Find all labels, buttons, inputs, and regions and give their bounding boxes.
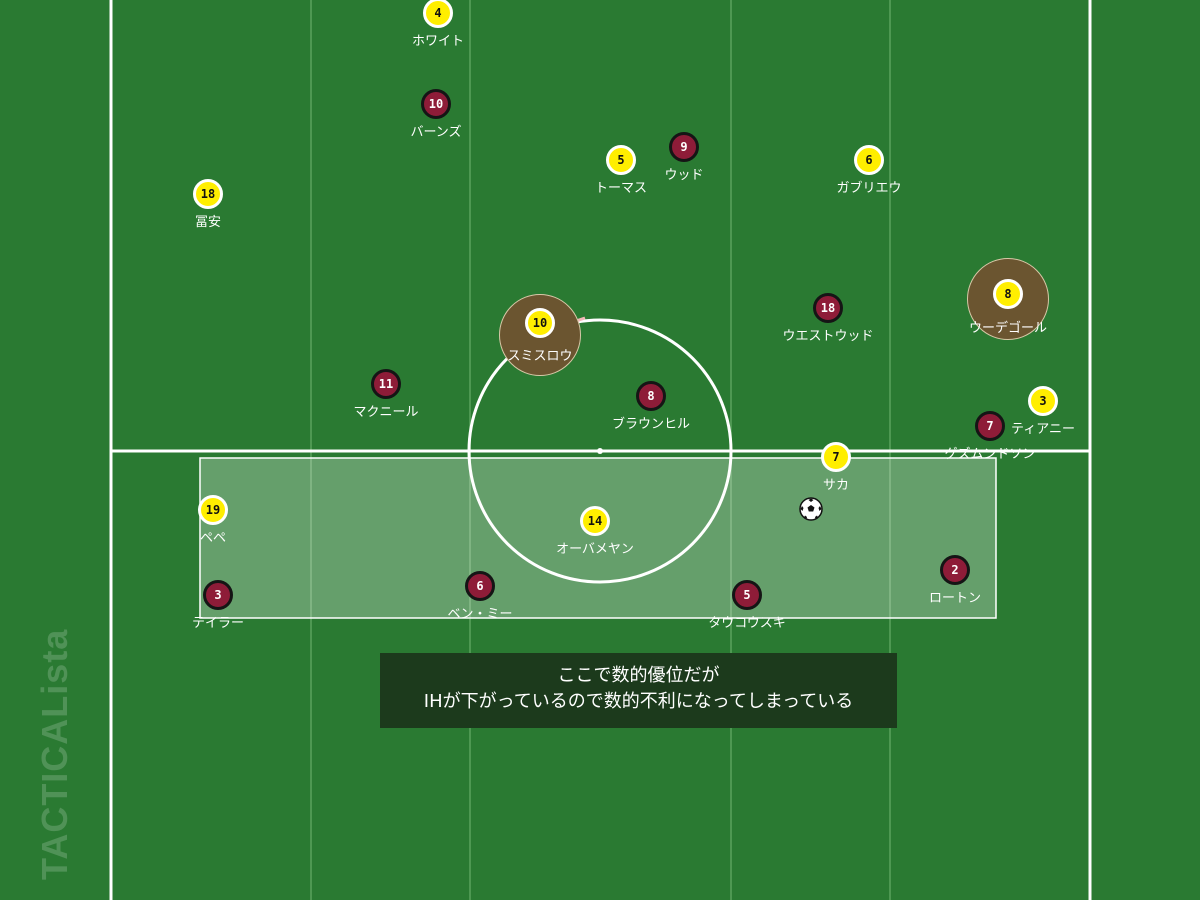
player-number: 18 xyxy=(813,293,843,323)
player-number: 5 xyxy=(606,145,636,175)
player-number: 3 xyxy=(203,580,233,610)
player-name: グズムンドソン xyxy=(944,447,1036,462)
player-number: 7 xyxy=(975,411,1005,441)
player-name: オーバメヤン xyxy=(556,542,634,557)
player-number: 10 xyxy=(525,308,555,338)
highlight-zone xyxy=(199,457,997,619)
player-name: トーマス xyxy=(594,181,647,196)
player-name: スミスロウ xyxy=(507,349,573,364)
player-number: 19 xyxy=(198,495,228,525)
center-circle xyxy=(467,318,733,584)
player-name: ウーデゴール xyxy=(968,321,1047,336)
player-number: 9 xyxy=(669,132,699,162)
player-name: サカ xyxy=(822,478,849,493)
player-name: ホワイト xyxy=(411,34,464,49)
player-name: ブラウンヒル xyxy=(611,417,690,432)
player-name: バーンズ xyxy=(410,125,462,140)
soccer-ball-icon[interactable] xyxy=(799,497,823,521)
player-number: 2 xyxy=(940,555,970,585)
player-name: タウコウスキ xyxy=(708,616,786,631)
player-number: 7 xyxy=(821,442,851,472)
player-number: 18 xyxy=(193,179,223,209)
player-number: 3 xyxy=(1028,386,1058,416)
player-number: 6 xyxy=(465,571,495,601)
center-spot xyxy=(597,448,603,454)
player-name: ペペ xyxy=(199,531,226,546)
player-number: 4 xyxy=(423,0,453,28)
player-name: ティアニー xyxy=(1011,422,1075,437)
player-name: ベン・ミー xyxy=(447,607,513,622)
watermark-text: TACTICALista xyxy=(34,628,75,880)
player-name: ウエストウッド xyxy=(782,329,874,344)
player-number: 6 xyxy=(854,145,884,175)
player-number: 8 xyxy=(993,279,1023,309)
player-name: テイラー xyxy=(191,616,244,631)
player-number: 5 xyxy=(732,580,762,610)
player-name: ガブリエウ xyxy=(836,181,902,196)
player-name: マクニール xyxy=(353,405,419,420)
player-name: 冨安 xyxy=(194,215,221,230)
player-number: 10 xyxy=(421,89,451,119)
caption-line-2: IHが下がっているので数的不利になってしまっている xyxy=(423,691,854,712)
player-name: ウッド xyxy=(664,168,704,183)
player-number: 11 xyxy=(371,369,401,399)
player-number: 14 xyxy=(580,506,610,536)
caption-box: ここで数的優位だが IHが下がっているので数的不利になってしまっている xyxy=(380,653,897,728)
player-number: 8 xyxy=(636,381,666,411)
caption-line-1: ここで数的優位だが xyxy=(557,665,720,686)
player-name: ロートン xyxy=(928,591,981,606)
